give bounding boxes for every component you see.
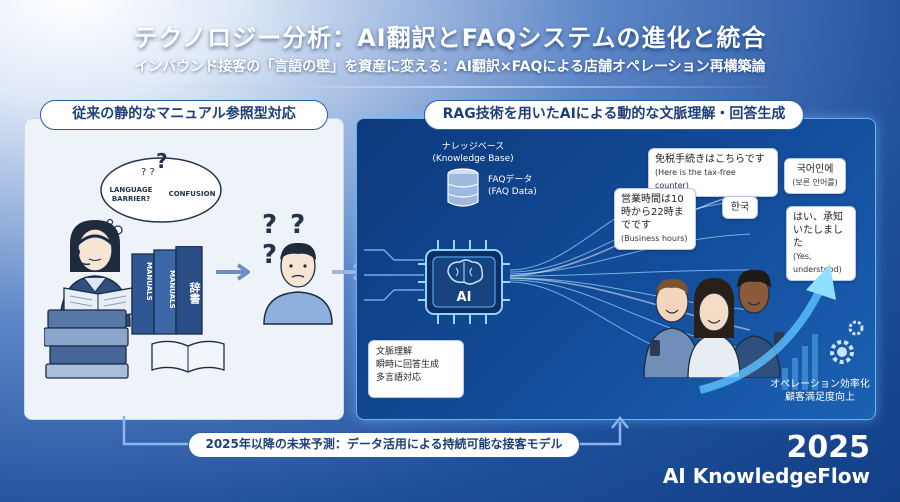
future-forecast-banner: 2025年以降の未来予測：データ活用による持続可能な接客モデル [188,432,580,458]
open-dictionary [151,340,225,373]
bubble-korean-question-text: 국어인에 [796,164,834,175]
database-icon [447,168,479,207]
bubble-tax-free-text: 免税手続きはこちらです [655,154,765,165]
knowledge-base-label-en: (Knowledge Base) [432,154,514,164]
bubble-korean: 한국 [722,196,758,219]
bubble-yes-en: (Yes, understood) [793,252,842,274]
bubble-tax-free-en: (Here is the tax-free counter) [655,168,736,190]
bubble-business-hours: 営業時間は10時から22時までです (Business hours) [614,188,696,250]
ai-chip-icon [418,240,510,324]
growth-arrow-icon [699,264,836,394]
ai-features-card: 文脈理解 瞬時に回答生成 多言語対応 [368,340,464,398]
thought-cloud: ? ? ? [100,150,222,235]
bubble-yes-understood: はい、承知いたしました (Yes, understood) [786,206,856,281]
circuit-lines [364,249,424,301]
language-barrier-label: LANGUAGE BARRIER? [109,186,153,203]
bubble-hours-en: (Business hours) [621,234,688,243]
happy-customers-illustration [643,269,784,378]
left-panel-header: 従来の静的なマニュアル参照型対応 [40,100,328,130]
brand-year: 2025 [786,430,871,465]
outcome-efficiency: オペレーション効率化 [770,379,870,390]
bubble-korean-question: 국어인에 (보른 안어를) [784,158,846,194]
gear-icon [830,320,864,364]
confusion-label: CONFUSION [168,190,216,198]
manual-binders [131,246,203,335]
bubble-korean-question-sub: (보른 안어를) [792,178,838,187]
ai-chip-label: AI [456,290,472,305]
book-stack [44,309,129,379]
page-title: テクノロジー分析：AI翻訳とFAQシステムの進化と統合 [133,24,767,52]
svg-text:?: ? [156,150,168,173]
title-divider [120,86,780,88]
faq-data-label: FAQデータ [488,175,533,185]
brand-name: AI KnowledgeFlow [662,464,870,488]
manual-label-1: MANUALS [145,262,153,301]
manual-label-2: MANUALS [168,270,176,309]
faq-data-label-en: (FAQ Data) [488,187,537,197]
outcome-satisfaction: 顧客満足度向上 [785,392,855,403]
question-marks: ? ? ? [262,210,308,270]
dictionary-label: 辞書 [188,282,201,304]
confused-customer-illustration [263,242,333,325]
knowledge-base-label: ナレッジベース [441,142,505,152]
svg-text:? ?: ? ? [141,167,155,178]
bubble-hours-text: 営業時間は10時から22時までです [621,194,684,231]
feature-instant-answer: 瞬時に回答生成 [376,360,440,370]
feature-multilingual: 多言語対応 [376,373,422,383]
arrow-right-icon [216,263,250,281]
feature-context: 文脈理解 [376,347,413,357]
right-panel-header: RAG技術を用いたAIによる動的な文脈理解・回答生成 [424,100,804,130]
page-subtitle: インバウンド接客の「言語の壁」を資産に変える：AI翻訳×FAQによる店舗オペレー… [134,59,766,75]
bubble-yes-text: はい、承知いたしました [793,212,843,249]
